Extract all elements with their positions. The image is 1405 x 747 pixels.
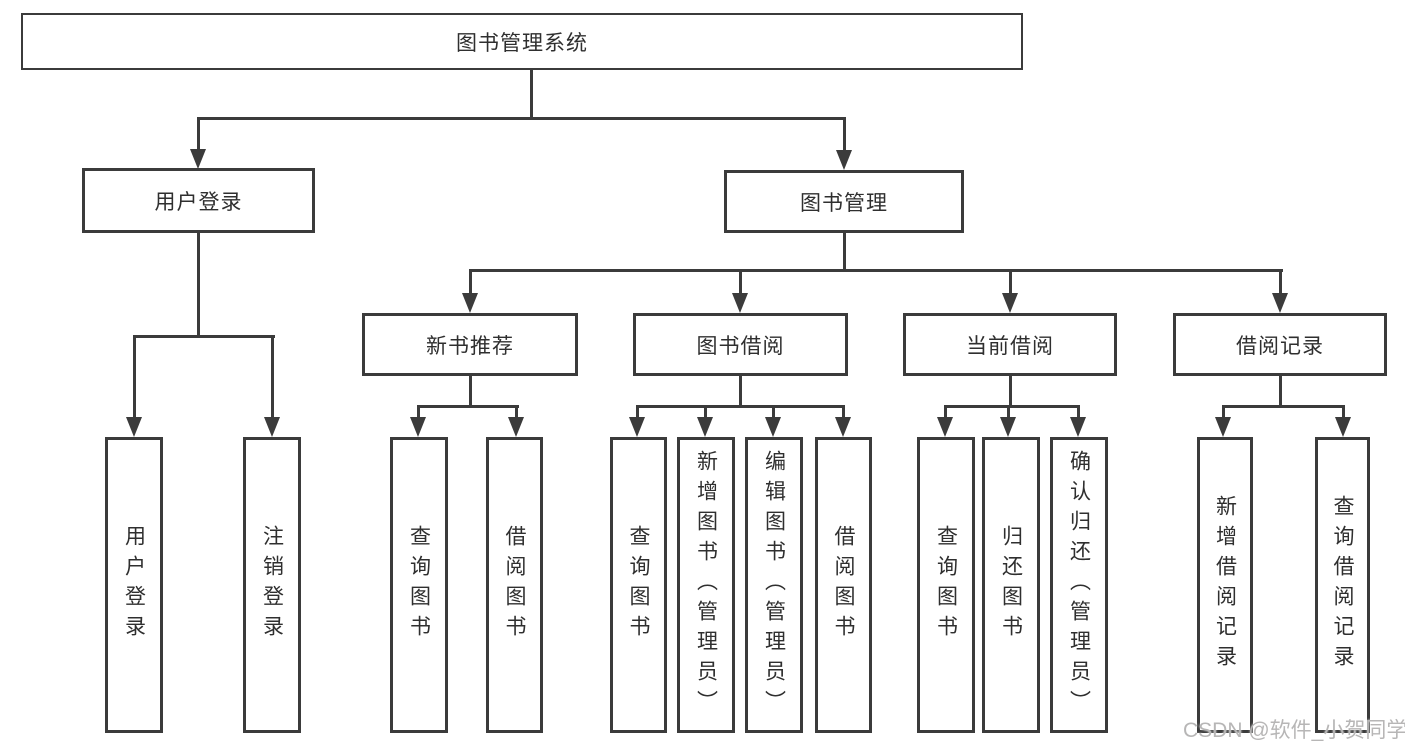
connector-book-borrow-stem — [739, 374, 742, 408]
leaf-confirm-return-admin: 确认归还（管理员） — [1050, 437, 1108, 733]
leaf-confirm-return-admin-label: 确认归还（管理员） — [1067, 450, 1091, 720]
connector-logout-drop — [271, 335, 274, 419]
arrowhead-login-icon — [126, 417, 142, 437]
node-borrow-records: 借阅记录 — [1173, 313, 1387, 376]
connector-book-mgmt-drop — [843, 117, 846, 153]
node-book-management: 图书管理 — [724, 170, 964, 233]
arrowhead-user-login-icon — [190, 149, 206, 169]
connector-new-book-stem — [469, 374, 472, 408]
connector-user-login-stem — [197, 231, 200, 338]
connector-borrow-records-drop — [1279, 269, 1282, 295]
leaf-add-book-admin: 新增图书（管理员） — [677, 437, 735, 733]
arrowhead-icon — [629, 417, 645, 437]
connector-root-bar — [197, 117, 846, 120]
leaf-edit-book-admin: 编辑图书（管理员） — [745, 437, 803, 733]
node-new-book-recommend: 新书推荐 — [362, 313, 578, 376]
leaf-return-books-label: 归还图书 — [999, 525, 1023, 645]
connector-borrow-records-stem — [1279, 374, 1282, 408]
leaf-edit-book-admin-label: 编辑图书（管理员） — [762, 450, 786, 720]
arrowhead-book-borrow-icon — [732, 293, 748, 313]
leaf-borrow-books-recommend: 借阅图书 — [486, 437, 543, 733]
connector-current-borrow-bar — [944, 405, 1080, 408]
arrowhead-icon — [1335, 417, 1351, 437]
csdn-watermark: CSDN @软件_小贺同学 — [1183, 719, 1405, 742]
arrowhead-icon — [1215, 417, 1231, 437]
connector-book-borrow-bar — [636, 405, 845, 408]
connector-drop — [944, 405, 947, 419]
arrowhead-icon — [697, 417, 713, 437]
arrowhead-icon — [1070, 417, 1086, 437]
leaf-query-borrow-record-label: 查询借阅记录 — [1331, 495, 1354, 675]
node-book-management-label: 图书管理 — [800, 191, 888, 215]
connector-new-book-bar — [417, 405, 519, 408]
connector-user-login-drop — [197, 117, 200, 153]
connector-new-book-drop — [469, 269, 472, 295]
arrowhead-icon — [835, 417, 851, 437]
node-borrow-records-label: 借阅记录 — [1236, 334, 1324, 358]
node-new-book-recommend-label: 新书推荐 — [426, 334, 514, 358]
arrowhead-borrow-records-icon — [1272, 293, 1288, 313]
arrowhead-new-book-icon — [462, 293, 478, 313]
connector-drop — [1222, 405, 1225, 419]
leaf-query-books-borrow: 查询图书 — [610, 437, 667, 733]
arrowhead-icon — [1000, 417, 1016, 437]
arrowhead-current-borrow-icon — [1002, 293, 1018, 313]
connector-drop — [636, 405, 639, 419]
leaf-query-books-recommend: 查询图书 — [390, 437, 448, 733]
connector-login-drop — [133, 335, 136, 419]
connector-user-login-bar — [133, 335, 275, 338]
node-current-borrow-label: 当前借阅 — [966, 334, 1054, 358]
connector-drop — [417, 405, 420, 419]
leaf-query-books-borrow-label: 查询图书 — [627, 525, 650, 645]
connector-drop — [1007, 405, 1010, 419]
arrowhead-icon — [410, 417, 426, 437]
leaf-return-books: 归还图书 — [982, 437, 1040, 733]
leaf-query-borrow-record: 查询借阅记录 — [1315, 437, 1370, 733]
leaf-query-books-recommend-label: 查询图书 — [407, 525, 431, 645]
connector-book-mgmt-bar — [469, 269, 1283, 272]
arrowhead-logout-icon — [264, 417, 280, 437]
connector-borrow-records-bar — [1222, 405, 1345, 408]
arrowhead-icon — [937, 417, 953, 437]
connector-drop — [842, 405, 845, 419]
node-current-borrow: 当前借阅 — [903, 313, 1117, 376]
leaf-query-books-current-label: 查询图书 — [934, 525, 958, 645]
node-root-label: 图书管理系统 — [456, 31, 588, 55]
connector-current-borrow-stem — [1009, 374, 1012, 408]
leaf-query-books-current: 查询图书 — [917, 437, 975, 733]
connector-current-borrow-drop — [1009, 269, 1012, 295]
node-book-borrow-label: 图书借阅 — [696, 334, 785, 358]
leaf-add-borrow-record-label: 新增借阅记录 — [1213, 495, 1237, 675]
leaf-logout: 注销登录 — [243, 437, 301, 733]
arrowhead-book-mgmt-icon — [836, 150, 852, 170]
leaf-add-book-admin-label: 新增图书（管理员） — [694, 450, 718, 720]
node-user-login: 用户登录 — [82, 168, 315, 233]
leaf-user-login: 用户登录 — [105, 437, 163, 733]
node-book-borrow: 图书借阅 — [633, 313, 848, 376]
node-root-system: 图书管理系统 — [21, 13, 1023, 70]
connector-book-mgmt-stem — [843, 231, 846, 272]
connector-drop — [704, 405, 707, 419]
leaf-user-login-label: 用户登录 — [122, 525, 146, 645]
arrowhead-icon — [765, 417, 781, 437]
connector-book-borrow-drop — [739, 269, 742, 295]
connector-root-stem — [530, 68, 533, 120]
leaf-add-borrow-record: 新增借阅记录 — [1197, 437, 1253, 733]
node-user-login-label: 用户登录 — [154, 190, 243, 214]
leaf-borrow-books-recommend-label: 借阅图书 — [503, 525, 526, 645]
connector-drop — [515, 405, 518, 419]
leaf-borrow-books-label: 借阅图书 — [832, 525, 855, 645]
leaf-borrow-books: 借阅图书 — [815, 437, 872, 733]
connector-drop — [772, 405, 775, 419]
connector-drop — [1077, 405, 1080, 419]
connector-drop — [1342, 405, 1345, 419]
arrowhead-icon — [508, 417, 524, 437]
leaf-logout-label: 注销登录 — [260, 525, 284, 645]
